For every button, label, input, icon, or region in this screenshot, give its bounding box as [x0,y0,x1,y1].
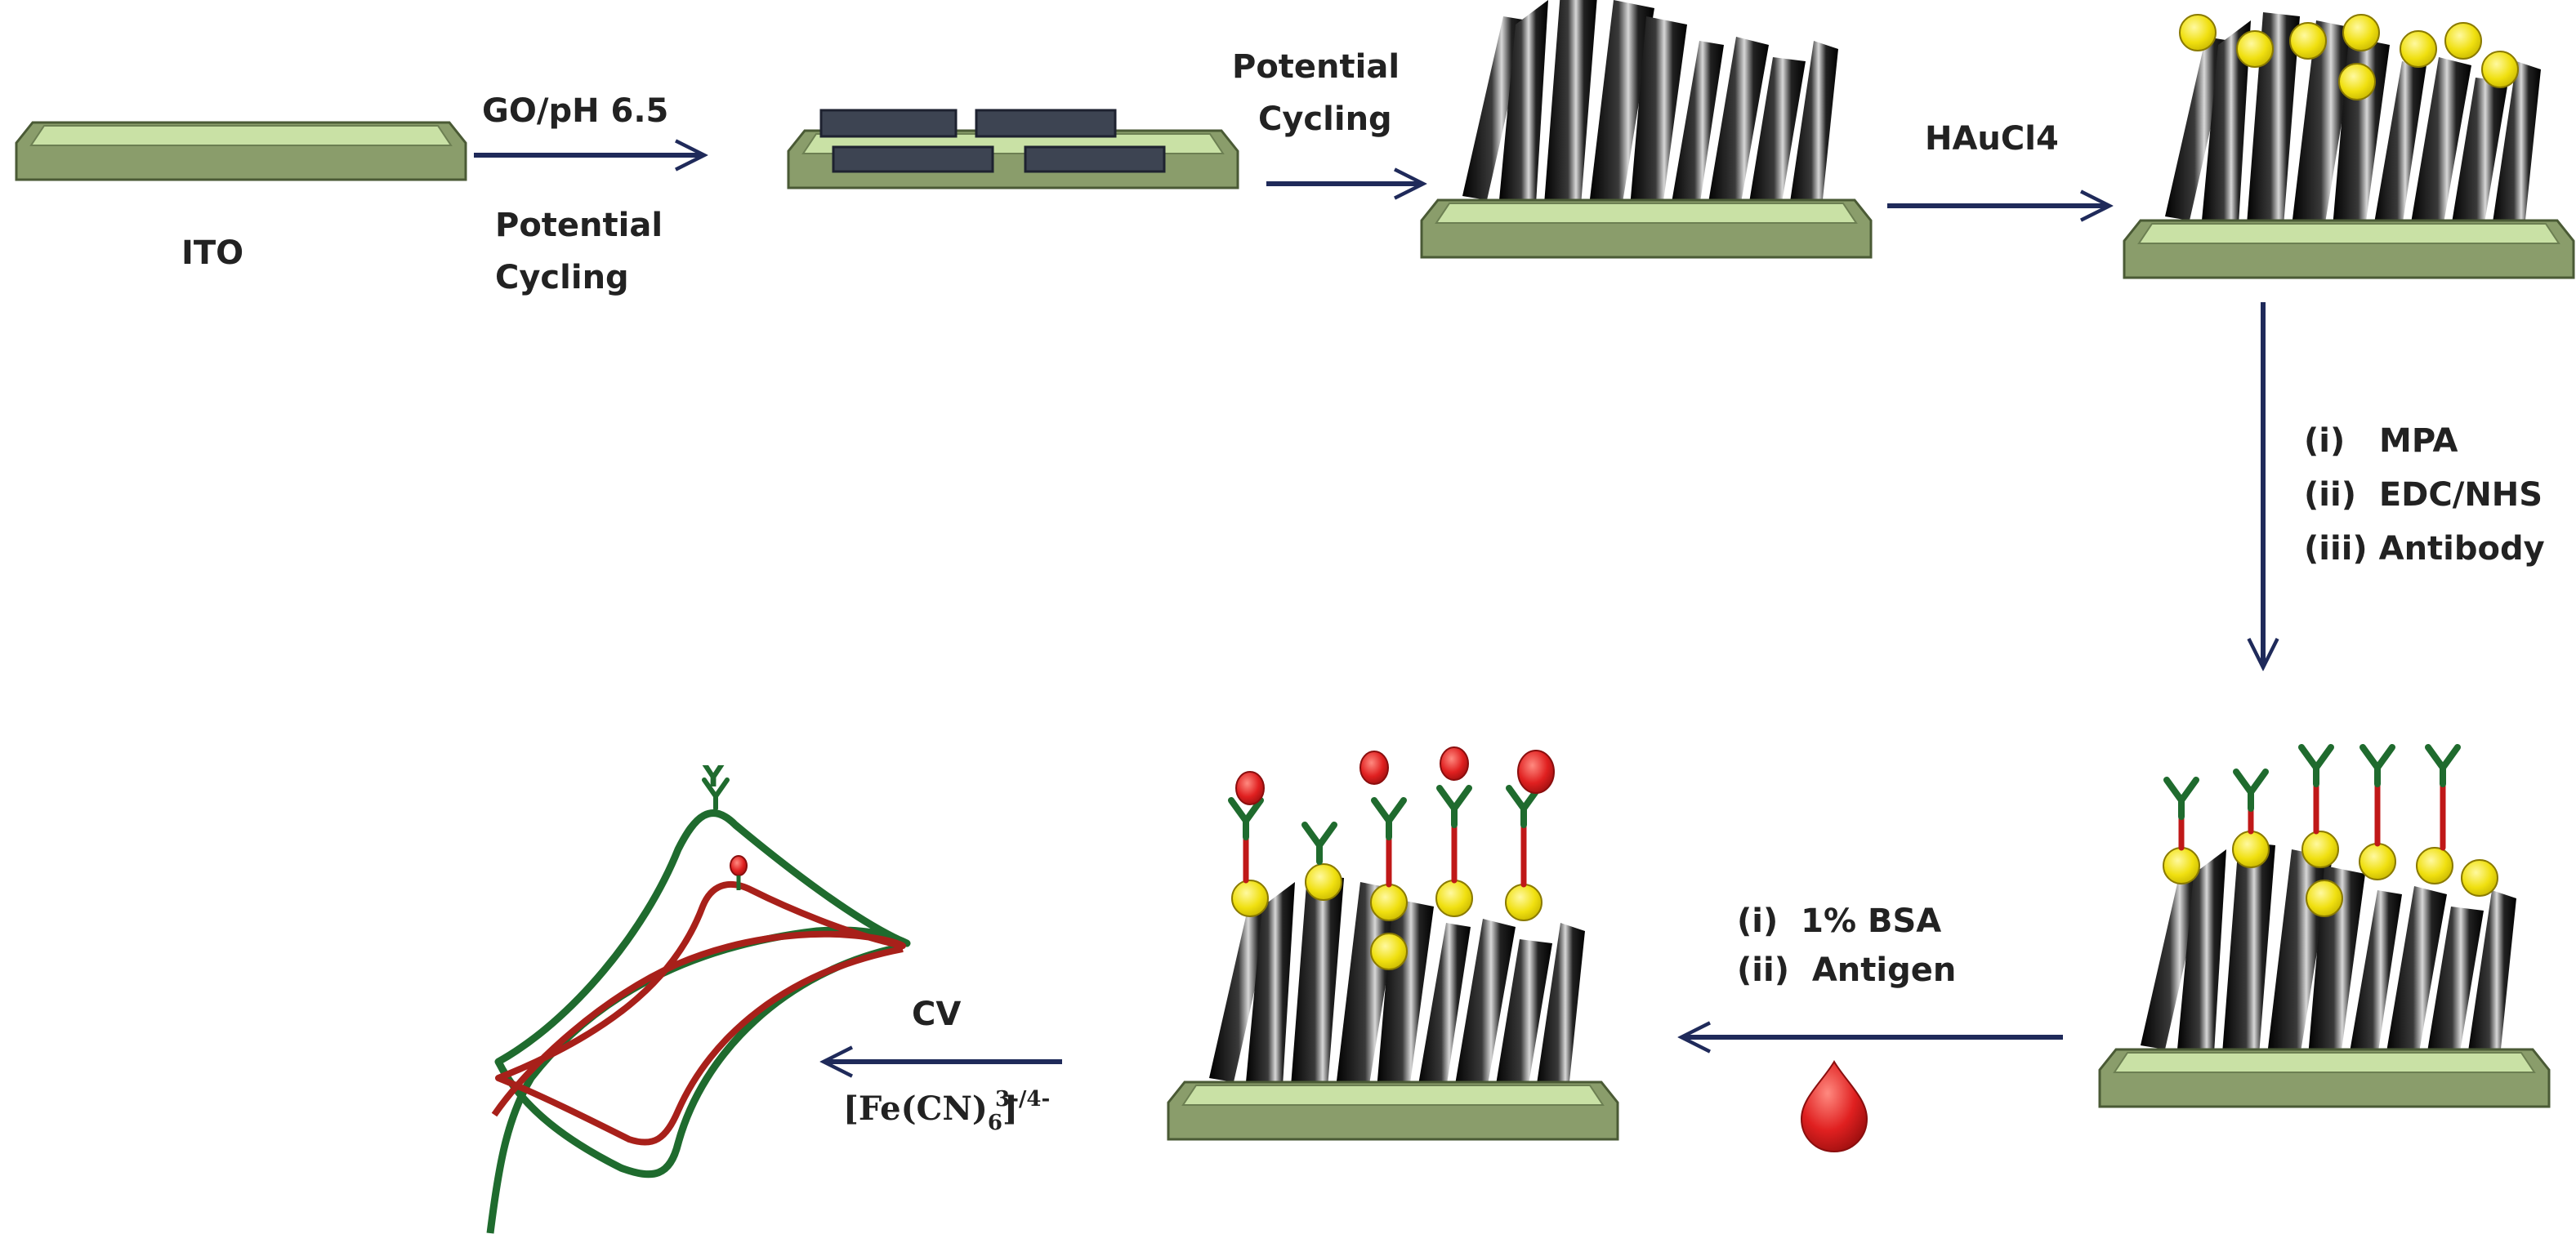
ergo-electrode [1420,0,1873,259]
step4-line2: (ii) EDC/NHS [2304,476,2543,514]
cv-curve-antigen [491,880,906,1146]
step1-reagent-label: GO/pH 6.5 [482,92,669,130]
redox-probe-label: [Fe(CN)6] [843,1086,1018,1136]
go-sheet [1024,145,1166,173]
step2-method-line1: Potential [1232,48,1400,86]
ito-substrate [15,121,467,181]
redox-probe-main: [Fe(CN) [843,1089,988,1128]
redox-probe-charge: 3-/4- [995,1087,1051,1112]
cv-curve-antibody [486,809,911,1234]
go-sheet [832,145,994,173]
step5-line2: (ii) Antigen [1737,951,1957,989]
step2-method-line2: Cycling [1258,100,1392,138]
gold-nanoparticles [2179,14,2519,100]
step6-method-label: CV [912,996,962,1033]
step5-line1: (i) 1% BSA [1737,902,1942,940]
step4-line1: (i) MPA [2304,422,2458,460]
redox-probe-superscript: ] [1002,1089,1018,1128]
antigen-drop-icon [1800,1060,1868,1153]
go-coated-substrate [787,109,1239,189]
antibodies [2163,744,2461,851]
ito-label: ITO [181,234,244,272]
step3-reagent-label: HAuCl4 [1925,120,2059,158]
aunp-ergo-electrode [2123,12,2575,279]
antigen-marker-icon [730,855,748,890]
antibody-marker-icon [702,777,730,811]
step1-method-line2: Cycling [495,259,629,296]
antibodies [1228,785,1542,888]
step4-line3: (iii) Antibody [2304,530,2545,568]
go-sheet [975,109,1117,138]
step1-method-line1: Potential [495,207,663,244]
cv-plot [486,777,911,1234]
immunoelectrode-with-antigen [1167,746,1619,1141]
gold-nanoparticles [1231,863,1542,970]
cv-antibody-marker-label: Y [703,760,725,794]
antigens [1235,746,1555,805]
gold-nanoparticles [2163,831,2498,917]
antibody-electrode [2098,744,2551,1108]
go-sheet [819,109,958,138]
redox-probe-subscript: 6 [987,1111,1002,1135]
